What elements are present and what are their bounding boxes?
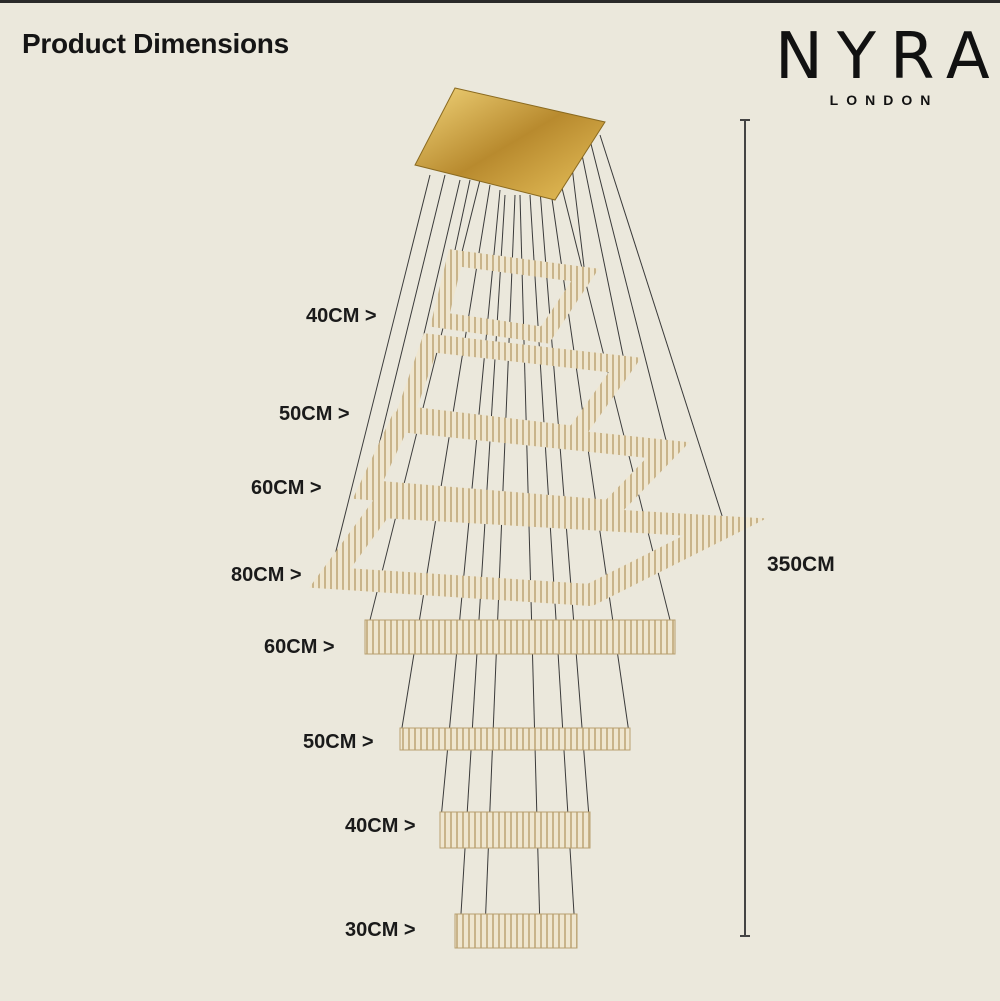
logo-sub: LONDON (829, 92, 939, 108)
ring-4 (309, 495, 767, 607)
page-title: Product Dimensions (22, 28, 289, 59)
ring-label-6: 50CM > (303, 731, 374, 753)
ring-5 (364, 619, 676, 655)
ring-6 (399, 727, 631, 751)
ring-label-2: 50CM > (279, 403, 350, 425)
ring-label-5: 60CM > (264, 636, 335, 658)
ring-label-4: 80CM > (231, 564, 302, 586)
brand-logo: NYRA LONDON (775, 20, 1000, 108)
ceiling-plate (414, 87, 606, 201)
height-dimension-line (740, 119, 750, 937)
ring-1 (430, 249, 599, 344)
ring-7 (439, 811, 591, 849)
ring-label-8: 30CM > (345, 919, 416, 941)
logo-brand: NYRA (775, 20, 1000, 94)
ring-3 (352, 411, 690, 521)
ring-8 (454, 913, 578, 949)
ring-label-1: 40CM > (306, 305, 377, 327)
ring-label-7: 40CM > (345, 815, 416, 837)
total-height-label: 350CM (767, 553, 835, 576)
ring-label-3: 60CM > (251, 477, 322, 499)
top-border (0, 0, 1000, 3)
